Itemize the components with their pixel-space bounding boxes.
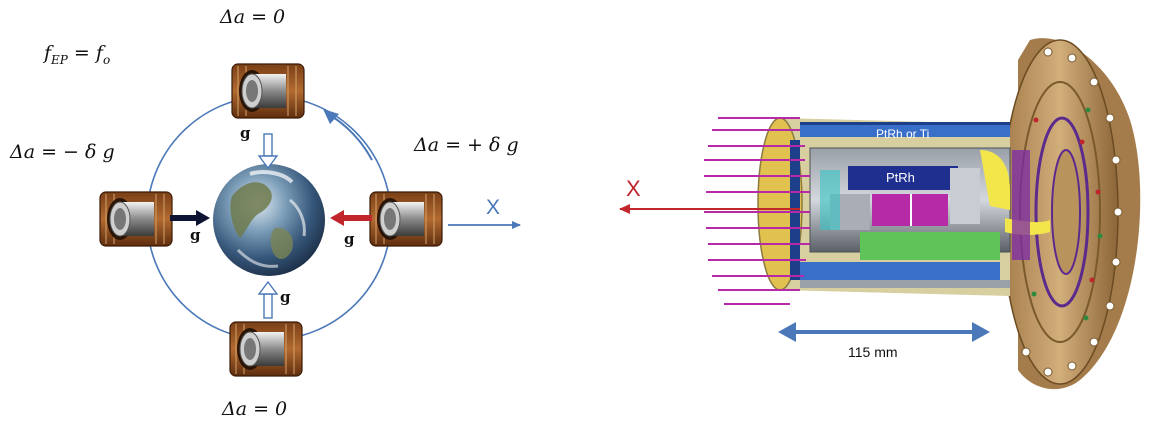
delta-a-left-label: Δa = − δ g xyxy=(10,141,115,163)
dimension-label: 115 mm xyxy=(848,344,898,360)
x-axis-label-right: X xyxy=(626,176,641,201)
test-mass-right xyxy=(369,191,443,247)
g-label-bottom: g xyxy=(280,288,291,306)
equals-sign: = xyxy=(67,42,96,64)
orbit-diagram xyxy=(99,63,521,377)
test-mass-bottom xyxy=(229,321,303,377)
delta-a-top-label: Δa = 0 xyxy=(220,6,286,28)
gravity-arrow-bottom xyxy=(257,280,279,319)
g-label-top: g xyxy=(240,124,251,142)
inner-cylinders xyxy=(790,140,1050,280)
inner-material-label: PtRh xyxy=(886,170,915,185)
f-rhs-symbol: f xyxy=(95,42,103,64)
mounting-flange xyxy=(1001,38,1141,390)
f-symbol: f xyxy=(44,42,52,64)
g-label-right: g xyxy=(344,230,355,248)
x-axis-label-left: X xyxy=(486,196,501,219)
g-label-left: g xyxy=(190,226,201,244)
f-subscript-ep: EP xyxy=(51,52,68,67)
gravity-arrow-left xyxy=(170,210,210,226)
orbit-arrowhead xyxy=(323,109,339,124)
gravity-arrow-right xyxy=(330,210,372,226)
gravity-arrow-top xyxy=(257,133,279,170)
dimension-arrow xyxy=(778,322,990,342)
instrument-cutaway xyxy=(619,38,1141,390)
outer-material-label: PtRh or Ti xyxy=(876,127,930,141)
f-subscript-o: o xyxy=(102,52,111,67)
cables xyxy=(704,117,810,305)
test-mass-left xyxy=(99,191,173,247)
delta-a-right-label: Δa = + δ g xyxy=(414,134,519,156)
test-mass-top xyxy=(231,63,305,119)
delta-a-bottom-label: Δa = 0 xyxy=(222,398,288,420)
orbit-direction-arrow xyxy=(329,114,373,161)
ep-frequency-equation: fEP = fo xyxy=(44,42,110,67)
earth xyxy=(213,164,325,276)
